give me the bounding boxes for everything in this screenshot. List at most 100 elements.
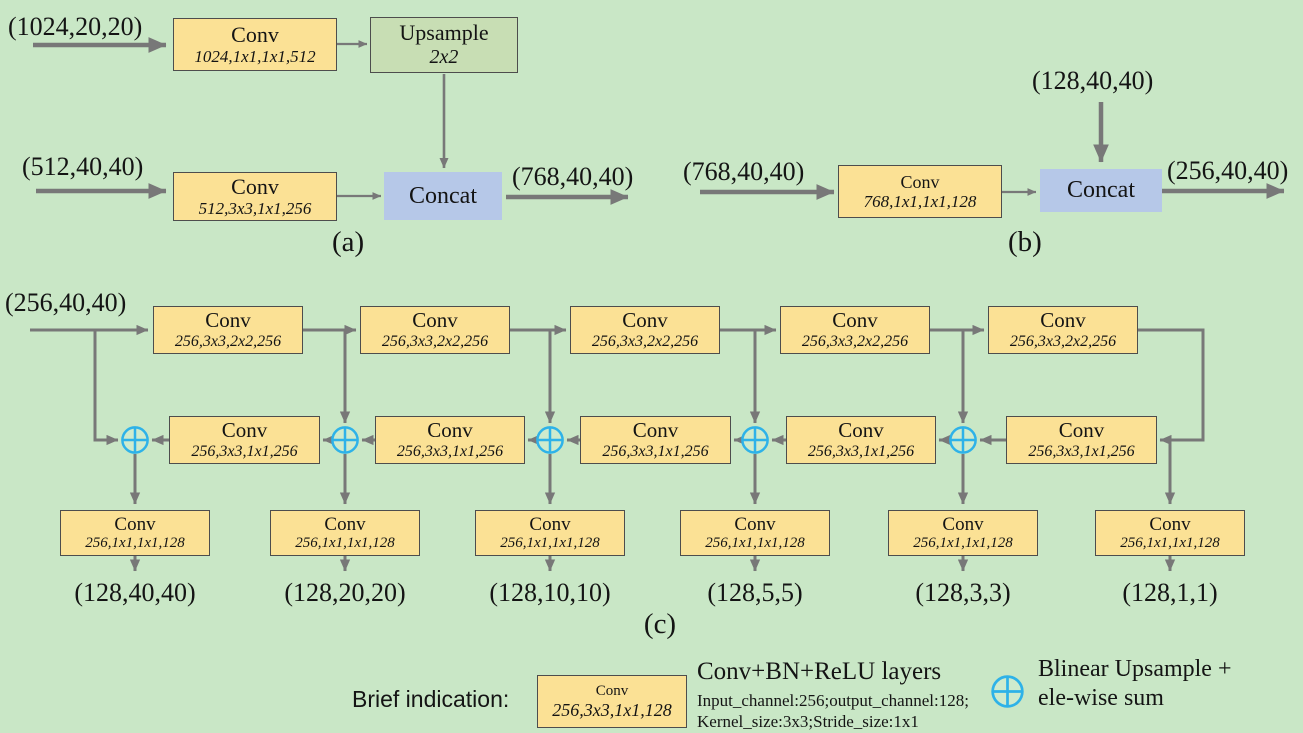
conv-box-title: Conv <box>114 513 156 535</box>
conv-box-r1c2: Conv 256,3x3,2x2,256 <box>360 306 510 354</box>
conv-box-a2: Conv 512,3x3,1x1,256 <box>173 172 337 221</box>
conv-box-title: Conv <box>231 173 279 199</box>
concat-box-label: Concat <box>409 182 477 209</box>
conv-box-r1c3: Conv 256,3x3,2x2,256 <box>570 306 720 354</box>
conv-box-r3c5: Conv 256,1x1,1x1,128 <box>888 510 1038 556</box>
upsample-box-title: Upsample <box>399 20 489 46</box>
conv-box-r2c1: Conv 256,3x3,1x1,256 <box>169 416 320 464</box>
tensor-label-out-6: (128,1,1) <box>1122 578 1218 607</box>
conv-box-spec: 256,1x1,1x1,128 <box>295 535 395 552</box>
legend-conv-heading: Conv+BN+ReLU layers <box>697 658 942 685</box>
upsample-sum-icon-4 <box>741 426 769 454</box>
conv-box-r3c3: Conv 256,1x1,1x1,128 <box>475 510 625 556</box>
tensor-label-out-3: (128,10,10) <box>489 578 611 607</box>
conv-box-spec: 256,3x3,2x2,256 <box>174 332 282 350</box>
conv-box-r3c2: Conv 256,1x1,1x1,128 <box>270 510 420 556</box>
arrow-c-input-branch <box>93 330 119 446</box>
conv-box-title: Conv <box>838 418 884 443</box>
tensor-label-a-input1: (1024,20,20) <box>8 12 143 41</box>
conv-box-title: Conv <box>221 418 268 443</box>
concat-box-b: Concat <box>1040 169 1162 212</box>
conv-box-spec: 256,3x3,2x2,256 <box>591 332 699 350</box>
legend-conv-detail-2: Kernel_size:3x3;Stride_size:1x1 <box>697 712 919 731</box>
caption-a: (a) <box>332 226 365 258</box>
section-b-arrows <box>700 102 1285 200</box>
upsample-box-spec: 2x2 <box>429 46 459 69</box>
conv-box-spec: 256,3x3,1x1,256 <box>1028 442 1135 460</box>
tensor-label-out-1: (128,40,40) <box>74 578 196 607</box>
tensor-label-out-4: (128,5,5) <box>707 578 803 607</box>
concat-box-a: Concat <box>384 172 502 220</box>
conv-box-spec: 256,3x3,1x1,256 <box>396 442 504 460</box>
caption-c: (c) <box>643 608 677 640</box>
caption-b: (b) <box>1008 226 1042 258</box>
tensor-label-b-output: (256,40,40) <box>1167 156 1289 185</box>
conv-box-spec: 256,3x3,1x1,256 <box>191 442 298 460</box>
upsample-sum-icon-1 <box>121 426 149 454</box>
tensor-label-a-input2: (512,40,40) <box>22 152 144 181</box>
upsample-sum-icon-3 <box>536 426 564 454</box>
conv-box-title: Conv <box>205 308 251 333</box>
conv-box-b: Conv 768,1x1,1x1,128 <box>838 165 1002 218</box>
conv-box-spec: 256,3x3,1x1,256 <box>807 442 915 460</box>
conv-box-title: Conv <box>412 308 458 333</box>
concat-box-label: Concat <box>1067 177 1135 204</box>
conv-box-title: Conv <box>529 513 571 535</box>
conv-box-title: Conv <box>595 683 629 700</box>
conv-box-title: Conv <box>632 418 679 443</box>
conv-box-title: Conv <box>231 21 279 47</box>
upsample-sum-icon-5 <box>949 426 977 454</box>
conv-box-title: Conv <box>427 418 473 443</box>
section-c-arrows <box>30 324 1205 572</box>
conv-box-title: Conv <box>1040 308 1086 333</box>
conv-box-r3c4: Conv 256,1x1,1x1,128 <box>680 510 830 556</box>
conv-box-spec: 256,3x3,1x1,256 <box>602 442 709 460</box>
conv-box-spec: 256,1x1,1x1,128 <box>500 535 600 552</box>
conv-box-spec: 256,3x3,2x2,256 <box>381 332 489 350</box>
conv-box-spec: 256,1x1,1x1,128 <box>1120 535 1220 552</box>
tensor-label-out-2: (128,20,20) <box>284 578 406 607</box>
conv-box-title: Conv <box>1149 513 1191 535</box>
section-a-arrows <box>33 37 629 205</box>
tensor-label-c-input: (256,40,40) <box>5 288 127 317</box>
upsample-sum-icon-2 <box>331 426 359 454</box>
conv-box-r2c5: Conv 256,3x3,1x1,256 <box>1006 416 1157 464</box>
elbow-r1-r2 <box>1138 328 1205 446</box>
tensor-label-b-top-input: (128,40,40) <box>1032 66 1154 95</box>
conv-box-title: Conv <box>942 513 984 535</box>
upsample-box: Upsample 2x2 <box>370 17 518 73</box>
legend-conv-box: Conv 256,3x3,1x1,128 <box>537 675 687 728</box>
conv-box-spec: 1024,1x1,1x1,512 <box>194 47 316 67</box>
legend-plus-subheading: ele-wise sum <box>1038 685 1164 711</box>
conv-box-r3c6: Conv 256,1x1,1x1,128 <box>1095 510 1245 556</box>
conv-box-r2c3: Conv 256,3x3,1x1,256 <box>580 416 731 464</box>
tensor-label-out-5: (128,3,3) <box>915 578 1011 607</box>
conv-box-spec: 256,3x3,2x2,256 <box>801 332 909 350</box>
conv-box-spec: 256,3x3,1x1,128 <box>552 699 672 720</box>
conv-box-r1c1: Conv 256,3x3,2x2,256 <box>153 306 303 354</box>
conv-box-r1c5: Conv 256,3x3,2x2,256 <box>988 306 1138 354</box>
legend-title: Brief indication: <box>352 686 510 712</box>
conv-box-spec: 256,3x3,2x2,256 <box>1009 332 1117 350</box>
legend-upsample-sum-icon <box>991 675 1024 708</box>
conv-box-title: Conv <box>734 513 776 535</box>
conv-box-title: Conv <box>832 308 878 333</box>
tensor-label-a-output: (768,40,40) <box>512 162 634 191</box>
legend-conv-detail-1: Input_channel:256;output_channel:128; <box>697 691 969 710</box>
legend-plus-heading: Blinear Upsample + <box>1038 656 1232 682</box>
conv-box-r2c2: Conv 256,3x3,1x1,256 <box>375 416 525 464</box>
conv-box-spec: 256,1x1,1x1,128 <box>85 535 185 552</box>
conv-box-spec: 512,3x3,1x1,256 <box>198 199 312 219</box>
tensor-label-b-input: (768,40,40) <box>683 157 805 186</box>
conv-box-title: Conv <box>622 308 668 333</box>
conv-box-r1c4: Conv 256,3x3,2x2,256 <box>780 306 930 354</box>
conv-box-title: Conv <box>900 171 940 192</box>
conv-box-spec: 256,1x1,1x1,128 <box>913 535 1013 552</box>
conv-box-spec: 256,1x1,1x1,128 <box>705 535 805 552</box>
conv-box-title: Conv <box>1058 418 1105 443</box>
conv-box-a1: Conv 1024,1x1,1x1,512 <box>173 18 337 71</box>
conv-box-r2c4: Conv 256,3x3,1x1,256 <box>786 416 936 464</box>
conv-box-title: Conv <box>324 513 366 535</box>
